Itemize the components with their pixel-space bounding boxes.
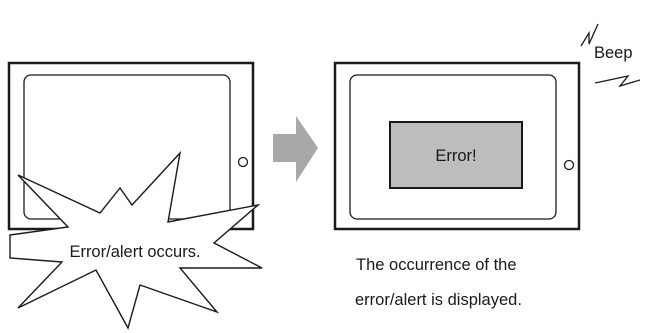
error-message-box bbox=[389, 121, 523, 189]
right-device-button-icon bbox=[563, 159, 575, 171]
alert-burst: Error/alert occurs. bbox=[9, 150, 263, 330]
transition-arrow-icon bbox=[273, 116, 318, 182]
sound-wave-top-icon bbox=[580, 23, 599, 47]
caption-line-2: error/alert is displayed. bbox=[355, 291, 522, 309]
beep-label: Beep bbox=[594, 44, 633, 62]
beep-indicator: Beep bbox=[580, 23, 641, 88]
error-message-label: Error! bbox=[435, 147, 476, 165]
result-caption: The occurrence of the error/alert is dis… bbox=[355, 256, 522, 309]
alert-burst-icon bbox=[9, 150, 263, 330]
sound-wave-bottom-icon bbox=[594, 74, 641, 88]
left-device-button-icon bbox=[237, 156, 249, 168]
caption-line-1: The occurrence of the bbox=[356, 256, 517, 274]
right-device: Error! bbox=[333, 61, 581, 231]
alert-burst-label: Error/alert occurs. bbox=[69, 243, 200, 261]
